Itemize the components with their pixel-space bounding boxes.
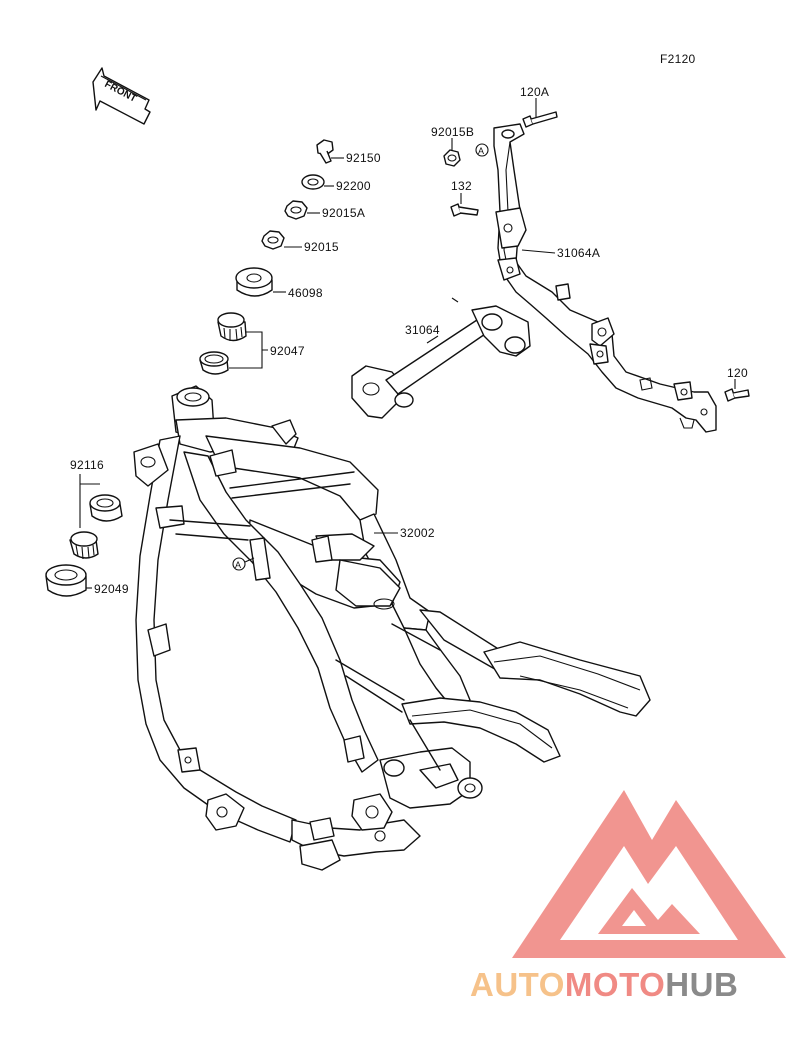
label-120: 120 [727,366,748,380]
bolt-120-icon [724,388,750,402]
label-92015B: 92015B [431,125,474,139]
bolt-92150-icon [316,139,334,164]
label-92015A: 92015A [322,206,365,220]
svg-text:A: A [235,560,241,570]
watermark-text: AUTOMOTOHUB [470,966,738,1003]
ref-a-marker-top: A [475,143,489,157]
svg-text:AUTOMOTOHUB: AUTOMOTOHUB [470,966,738,1003]
figure-code: F2120 [660,52,696,66]
label-32002: 32002 [400,526,435,540]
ref-a-marker-lower: A [232,557,246,571]
bracket-31064A [493,123,717,433]
seal-92049-icon [45,564,87,597]
main-frame-32002 [133,385,651,871]
front-arrow-icon: FRONT [92,67,151,125]
watermark-logo [512,790,786,958]
label-92049: 92049 [94,582,129,596]
bearing-92116-cup-icon [89,494,123,522]
watermark-part-moto: MOTO [565,966,665,1003]
label-92015: 92015 [304,240,339,254]
nut-92015A-icon [284,200,308,220]
label-92047: 92047 [270,344,305,358]
label-31064: 31064 [405,323,440,337]
bolt-132-icon [450,203,479,217]
bearing-92047-upper-icon [217,312,247,342]
watermark-part-hub: HUB [665,966,738,1003]
label-132: 132 [451,179,472,193]
nut-92015B-icon [443,149,461,167]
label-120A: 120A [520,85,549,99]
label-92150: 92150 [346,151,381,165]
label-31064A: 31064A [557,246,600,260]
washer-92200-icon [301,174,325,190]
bearing-92047-lower-icon [199,351,229,375]
watermark-part-auto: AUTO [470,966,565,1003]
label-92200: 92200 [336,179,371,193]
label-92116: 92116 [70,458,104,472]
crossmember-31064 [351,297,531,419]
bearing-92116-cone-icon [69,531,99,560]
svg-text:A: A [478,146,484,156]
spacer-46098-icon [235,267,273,297]
bolt-120A-icon [522,111,558,128]
label-46098: 46098 [288,286,323,300]
nut-92015-icon [261,230,285,250]
